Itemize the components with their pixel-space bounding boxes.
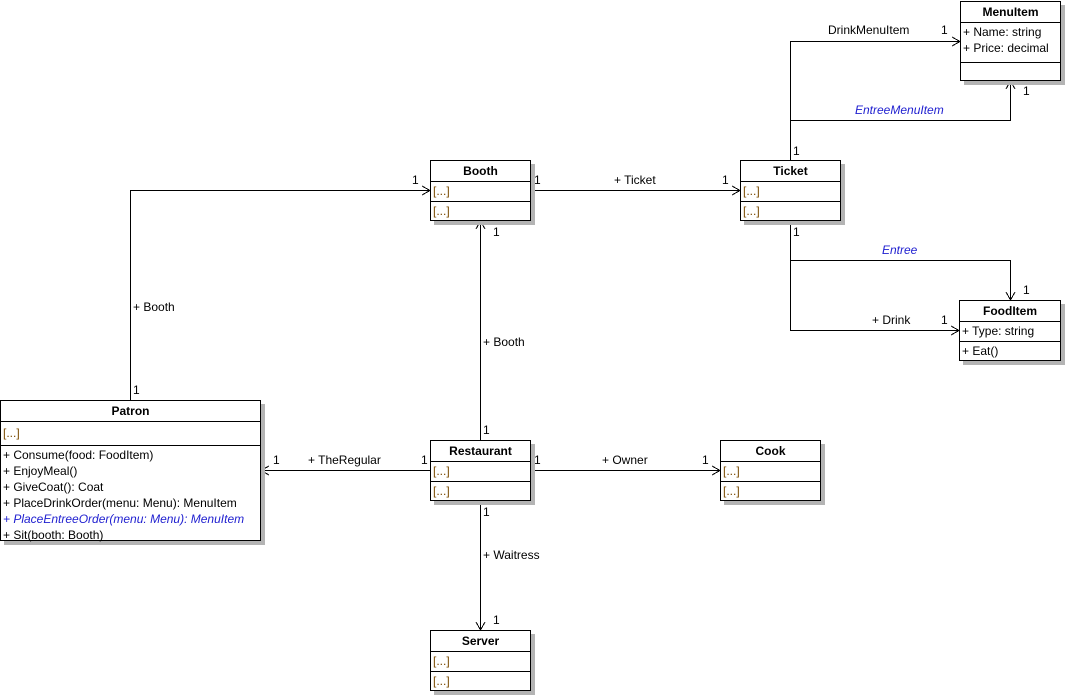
class-cook[interactable]: Cook [...] [...] bbox=[720, 440, 821, 501]
class-name: Server bbox=[431, 631, 530, 652]
attributes-compartment: [...] bbox=[431, 462, 530, 482]
class-name: Booth bbox=[431, 161, 530, 182]
attribute: [...] bbox=[433, 464, 450, 478]
attribute: [...] bbox=[433, 654, 450, 668]
operation: [...] bbox=[433, 674, 450, 688]
attribute: [...] bbox=[723, 464, 740, 478]
edge-drink-menuitem bbox=[790, 41, 960, 160]
operation-abstract: + PlaceEntreeOrder(menu: Menu): MenuItem bbox=[3, 512, 245, 526]
attribute: + Type: string bbox=[962, 324, 1035, 338]
multiplicity-label: 1 bbox=[722, 173, 729, 187]
multiplicity-label: 1 bbox=[1023, 283, 1030, 297]
multiplicity-label: 1 bbox=[793, 144, 800, 158]
attributes-compartment: [...] bbox=[1, 422, 260, 446]
operation: [...] bbox=[433, 484, 450, 498]
operation: + PlaceDrinkOrder(menu: Menu): MenuItem bbox=[3, 496, 237, 510]
multiplicity-label: 1 bbox=[941, 23, 948, 37]
arrowhead-restaurant-booth bbox=[475, 219, 486, 230]
multiplicity-label: 1 bbox=[793, 225, 800, 239]
attribute: + Name: string bbox=[963, 25, 1042, 39]
operations-compartment: [...] bbox=[431, 672, 530, 690]
multiplicity-label: 1 bbox=[483, 423, 490, 437]
class-name: Patron bbox=[1, 401, 260, 422]
role-label-ticket: + Ticket bbox=[614, 173, 656, 187]
multiplicity-label: 1 bbox=[412, 173, 419, 187]
operations-compartment: [...] bbox=[721, 482, 820, 500]
edge-entree-fooditem-branch bbox=[790, 260, 1011, 300]
class-name: Cook bbox=[721, 441, 820, 462]
multiplicity-label: 1 bbox=[421, 453, 428, 467]
attributes-compartment: [...] bbox=[721, 462, 820, 482]
role-label-entreemenuitem: EntreeMenuItem bbox=[855, 103, 944, 117]
arrowhead-entree-menuitem bbox=[1005, 79, 1016, 90]
role-label-patron-booth: + Booth bbox=[133, 300, 175, 314]
attributes-compartment: [...] bbox=[431, 182, 530, 202]
operations-compartment: [...] bbox=[431, 482, 530, 500]
role-label-entree: Entree bbox=[882, 243, 918, 257]
role-label-waitress: + Waitress bbox=[483, 548, 540, 562]
operation: + Sit(booth: Booth) bbox=[3, 528, 104, 542]
class-server[interactable]: Server [...] [...] bbox=[430, 630, 531, 691]
edge-entree-fooditem bbox=[790, 221, 959, 331]
multiplicity-label: 1 bbox=[273, 453, 280, 467]
operation: + EnjoyMeal() bbox=[3, 464, 78, 478]
attributes-compartment: + Type: string bbox=[960, 322, 1060, 342]
multiplicity-label: 1 bbox=[493, 225, 500, 239]
role-label-drinkmenuitem: DrinkMenuItem bbox=[828, 23, 910, 37]
class-menuitem[interactable]: MenuItem + Name: string + Price: decimal bbox=[960, 1, 1061, 81]
arrowhead-restaurant-patron bbox=[259, 465, 270, 476]
attributes-compartment: [...] bbox=[741, 182, 840, 202]
class-name: FoodItem bbox=[960, 301, 1060, 322]
operation: + Eat() bbox=[962, 344, 999, 358]
operation: + GiveCoat(): Coat bbox=[3, 480, 104, 494]
edge-entree-menuitem bbox=[790, 81, 1011, 121]
multiplicity-label: 1 bbox=[941, 313, 948, 327]
multiplicity-label: 1 bbox=[534, 173, 541, 187]
class-ticket[interactable]: Ticket [...] [...] bbox=[740, 160, 841, 221]
class-name: Restaurant bbox=[431, 441, 530, 462]
operations-compartment: [...] bbox=[741, 202, 840, 220]
role-label-restaurant-booth: + Booth bbox=[483, 335, 525, 349]
attribute: + Price: decimal bbox=[963, 41, 1049, 55]
attributes-compartment: [...] bbox=[431, 652, 530, 672]
multiplicity-label: 1 bbox=[483, 505, 490, 519]
operation: [...] bbox=[433, 204, 450, 218]
multiplicity-label: 1 bbox=[133, 383, 140, 397]
attribute: [...] bbox=[433, 184, 450, 198]
operations-compartment: + Consume(food: FoodItem) + EnjoyMeal() … bbox=[1, 446, 260, 544]
attributes-compartment: + Name: string + Price: decimal bbox=[961, 23, 1060, 63]
operations-compartment bbox=[961, 63, 1060, 81]
role-label-owner: + Owner bbox=[602, 453, 648, 467]
class-booth[interactable]: Booth [...] [...] bbox=[430, 160, 531, 221]
operation: [...] bbox=[743, 204, 760, 218]
class-restaurant[interactable]: Restaurant [...] [...] bbox=[430, 440, 531, 501]
class-fooditem[interactable]: FoodItem + Type: string + Eat() bbox=[959, 300, 1061, 361]
multiplicity-label: 1 bbox=[702, 453, 709, 467]
multiplicity-label: 1 bbox=[534, 453, 541, 467]
class-patron[interactable]: Patron [...] + Consume(food: FoodItem) +… bbox=[0, 400, 261, 544]
edge-patron-booth bbox=[130, 190, 430, 400]
operation: [...] bbox=[723, 484, 740, 498]
operations-compartment: [...] bbox=[431, 202, 530, 220]
class-name: MenuItem bbox=[961, 2, 1060, 23]
class-name: Ticket bbox=[741, 161, 840, 182]
multiplicity-label: 1 bbox=[1023, 84, 1030, 98]
attribute: [...] bbox=[3, 426, 20, 440]
operation: + Consume(food: FoodItem) bbox=[3, 448, 154, 462]
role-label-theregular: + TheRegular bbox=[308, 453, 381, 467]
operations-compartment: + Eat() bbox=[960, 342, 1060, 360]
attribute: [...] bbox=[743, 184, 760, 198]
role-label-drink: + Drink bbox=[872, 313, 911, 327]
multiplicity-label: 1 bbox=[493, 613, 500, 627]
